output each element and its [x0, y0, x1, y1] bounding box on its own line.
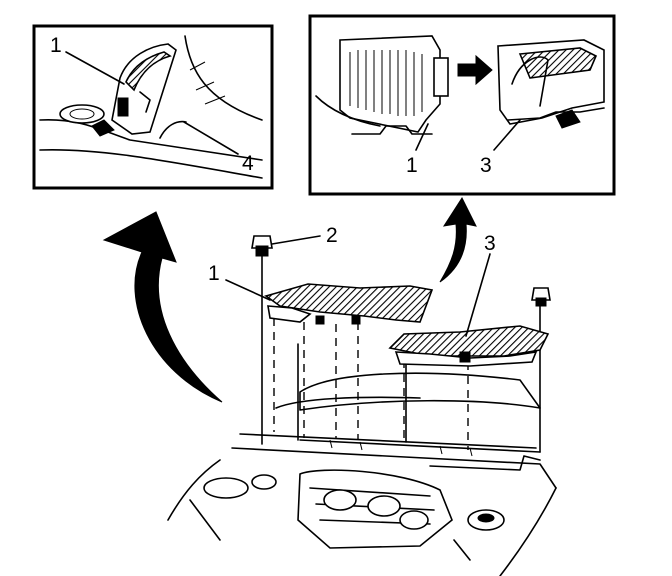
- curved-arrow-left-icon: [102, 211, 223, 403]
- right-arrow-icon: [457, 54, 493, 86]
- callout-4-left: 4: [242, 152, 254, 175]
- callout-3-right: 3: [480, 154, 492, 177]
- callout-2-main: 2: [326, 224, 338, 247]
- callout-1-right: 1: [406, 154, 418, 177]
- curved-arrow-right-icon: [439, 196, 477, 283]
- callout-1-main: 1: [208, 262, 220, 285]
- callout-3-main: 3: [484, 232, 496, 255]
- main-view: 2 1 3: [167, 224, 557, 576]
- callout-1-left: 1: [50, 34, 62, 57]
- cowl-panel-grille: [349, 50, 423, 116]
- detail-right-panel: 1 3: [308, 14, 616, 196]
- detail-left-panel: 1 4: [32, 24, 274, 190]
